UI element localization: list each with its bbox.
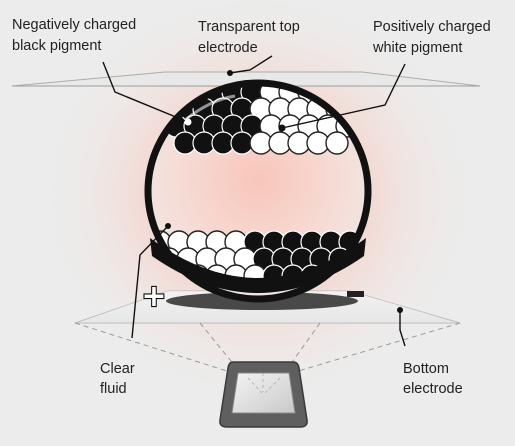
label-top-electrode: Transparent top electrode — [198, 19, 300, 56]
svg-text:+: + — [141, 279, 166, 314]
label-bottom-electrode: Bottom electrode — [403, 361, 463, 397]
leader-positive — [281, 63, 406, 129]
svg-text:Bottom: Bottom — [403, 361, 449, 377]
svg-text:Clear: Clear — [100, 361, 135, 377]
label-clear-fluid: Clear fluid — [100, 361, 135, 397]
leader-bottom-electrode — [399, 310, 406, 347]
svg-text:Transparent top: Transparent top — [198, 19, 300, 35]
svg-text:Positively charged: Positively charged — [373, 19, 491, 35]
svg-text:fluid: fluid — [100, 381, 127, 397]
leader-lines — [102, 55, 406, 347]
label-positive-pigment: Positively charged white pigment — [372, 19, 491, 56]
capsule-wall — [144, 79, 372, 303]
svg-text:Negatively charged: Negatively charged — [12, 17, 136, 33]
leader-top-electrode — [229, 55, 273, 74]
e-reader-device — [219, 361, 308, 428]
label-negative-pigment: Negatively charged black pigment — [12, 17, 136, 54]
leader-negative — [102, 61, 189, 123]
svg-text:white pigment: white pigment — [372, 40, 462, 56]
minus-symbol — [347, 291, 364, 297]
plus-symbol: + — [140, 278, 167, 315]
microcapsule — [144, 79, 372, 303]
svg-text:electrode: electrode — [198, 40, 258, 56]
capsule-wall-bottom — [150, 238, 366, 293]
white-pigment-particle — [325, 131, 349, 155]
svg-text:electrode: electrode — [403, 381, 463, 397]
capsule-highlight — [184, 94, 236, 122]
svg-text:black pigment: black pigment — [12, 38, 101, 54]
leader-fluid — [131, 225, 169, 339]
projection-lines — [74, 322, 461, 373]
